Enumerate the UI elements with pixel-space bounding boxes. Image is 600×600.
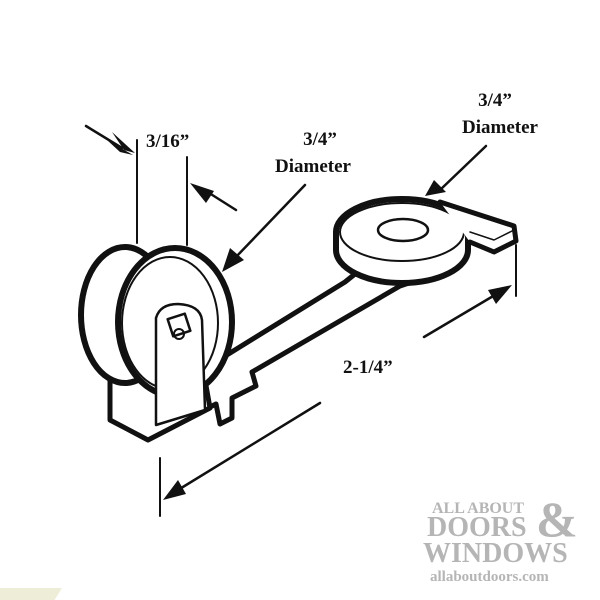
corner-decoration — [0, 588, 62, 600]
disc-diameter-value: 3/4” — [478, 90, 512, 111]
length-label: 2-1/4” — [343, 357, 393, 378]
watermark-line1: ALL ABOUT — [432, 500, 525, 517]
width-label: 3/16” — [146, 131, 190, 152]
watermark-url: allaboutdoors.com — [430, 569, 549, 585]
arrow-head — [112, 132, 135, 153]
wheel-diameter-word: Diameter — [275, 156, 351, 177]
watermark-line3: WINDOWS — [423, 538, 568, 569]
disc-diameter-word: Diameter — [462, 117, 538, 138]
watermark-line2: DOORS — [427, 512, 527, 543]
wheel-diameter-value: 3/4” — [303, 129, 337, 150]
watermark-ampersand: & — [536, 491, 578, 547]
